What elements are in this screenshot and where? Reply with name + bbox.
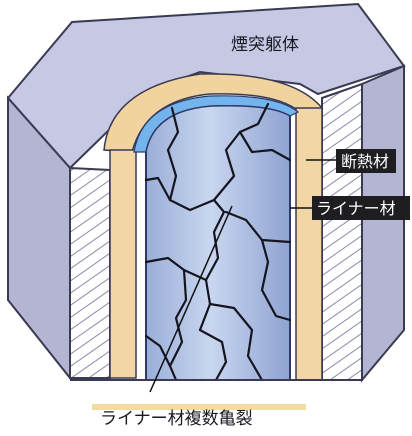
crack-1 — [166, 106, 226, 214]
crack-12 — [144, 334, 172, 368]
cracks-caption: ライナー材複数亀裂 — [100, 409, 253, 429]
liner-tube — [145, 104, 291, 381]
liner-label: ライナー材 — [316, 199, 396, 218]
chimney-right-section-hatch — [321, 82, 363, 381]
chimney-body-label: 煙突躯体 — [231, 35, 299, 55]
crack-9 — [168, 268, 188, 382]
crack-6 — [224, 210, 292, 244]
liner-label-box — [312, 196, 410, 220]
chimney-left-section-hatch — [69, 166, 111, 379]
crack-5 — [198, 210, 226, 332]
crack-10 — [208, 302, 264, 382]
chimney-right-wall — [361, 64, 405, 383]
insulation-label-box — [336, 149, 396, 173]
liner-cracks — [144, 102, 292, 382]
cracks-leader-line — [149, 205, 233, 393]
crack-4 — [144, 176, 172, 202]
crack-11 — [198, 328, 228, 382]
insulation-left-column — [109, 149, 137, 379]
crack-7 — [260, 238, 292, 322]
insulation-right-column — [295, 107, 323, 381]
crack-8 — [144, 256, 208, 282]
crack-2 — [212, 102, 270, 202]
crack-3 — [238, 130, 292, 162]
insulation-label: 断熱材 — [341, 152, 389, 171]
cracks-caption-underline — [92, 404, 306, 410]
